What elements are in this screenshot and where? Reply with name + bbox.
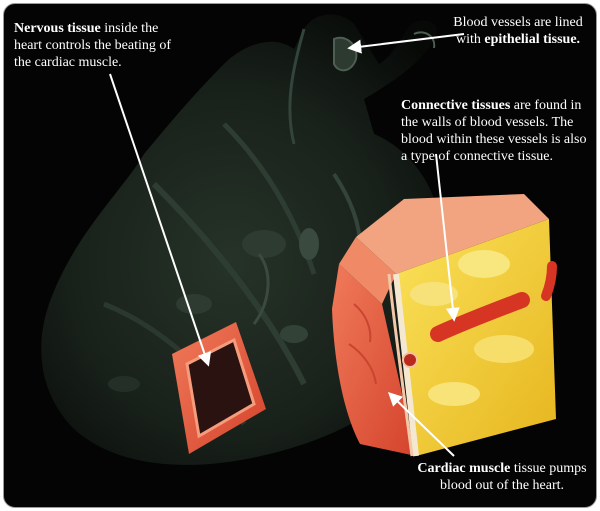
cardiac-muscle-description: tissue pumps blood out of the heart.	[439, 461, 587, 493]
cardiac-muscle-label: Cardiac muscle tissue pumps blood out of…	[408, 460, 596, 494]
cardiac-muscle-term: Cardiac muscle	[417, 461, 511, 476]
epithelial-tissue-term: epithelial tissue.	[484, 32, 581, 47]
heart-tissue-illustration	[41, 14, 557, 465]
epithelial-tissue-label: Blood vessels are lined with epithelial …	[448, 14, 588, 48]
connective-tissue-term: Connective tissues	[401, 98, 511, 113]
epithelial-arrow	[347, 33, 465, 54]
figure-frame: Nervous tissue inside the heart controls…	[3, 3, 597, 508]
connective-tissue-label: Connective tissues are found in the wall…	[401, 97, 596, 165]
nervous-tissue-description: inside the heart controls the beating of…	[14, 21, 172, 70]
pointer-arrows	[109, 33, 465, 457]
epithelial-tissue-description: Blood vessels are lined with	[453, 15, 583, 47]
nervous-tissue-label: Nervous tissue inside the heart controls…	[14, 20, 179, 71]
connective-arrow	[435, 153, 460, 322]
connective-tissue-description: are found in the walls of blood vessels.…	[401, 98, 587, 164]
nervous-arrow	[109, 73, 212, 367]
nervous-tissue-term: Nervous tissue	[14, 21, 101, 36]
cardiac-arrow	[387, 392, 455, 457]
tissue-block	[332, 194, 557, 457]
